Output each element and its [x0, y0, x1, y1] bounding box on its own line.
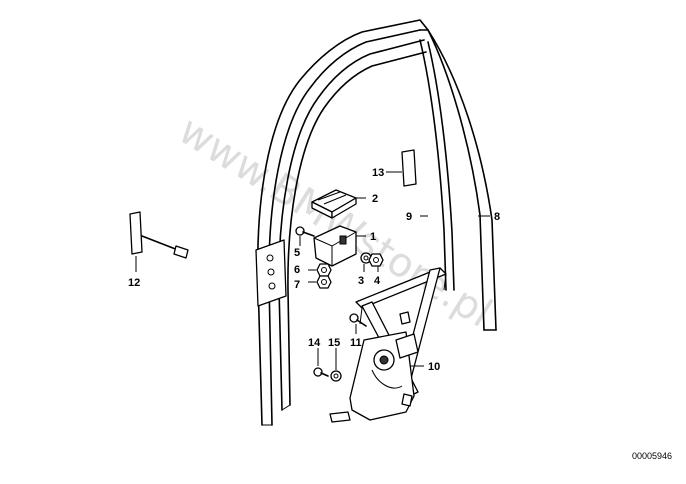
washer-part: [360, 252, 384, 267]
door-window-frame: [255, 19, 429, 426]
callout-6: 6: [294, 264, 300, 276]
washer-part-15: [330, 370, 342, 382]
callout-9: 9: [406, 211, 412, 223]
callout-2: 2: [372, 193, 378, 205]
callout-3: 3: [358, 275, 364, 287]
callout-5: 5: [294, 247, 300, 259]
callout-1: 1: [370, 231, 376, 243]
guide-rail-front: [419, 39, 455, 291]
leader-lines: [135, 171, 490, 370]
crank-handle-part: [129, 211, 189, 259]
callout-15: 15: [328, 337, 340, 349]
callout-12: 12: [128, 277, 140, 289]
nut-part: [316, 263, 332, 289]
callout-7: 7: [294, 279, 300, 291]
bolt-part-14: [313, 367, 329, 377]
bolt-part: [295, 226, 315, 237]
glass-carrier-part: [313, 225, 357, 267]
callout-10: 10: [428, 361, 440, 373]
guide-rail-rear: [419, 29, 497, 331]
window-clip-part: [311, 189, 357, 219]
felt-pad-part: [401, 149, 417, 187]
reference-number: 00005946: [632, 451, 672, 461]
callout-8: 8: [494, 211, 500, 223]
callout-11: 11: [350, 337, 362, 349]
watermark-text: www.BMWstore.pl: [171, 107, 500, 336]
callout-labels: 13 2 9 8 1 5 6 7 3 4 12 11 14 15 10: [128, 167, 500, 373]
callout-14: 14: [308, 337, 321, 349]
bolt-part-11: [349, 313, 367, 327]
callout-13: 13: [372, 167, 384, 179]
callout-4: 4: [374, 275, 381, 287]
window-regulator-part: [329, 267, 447, 423]
